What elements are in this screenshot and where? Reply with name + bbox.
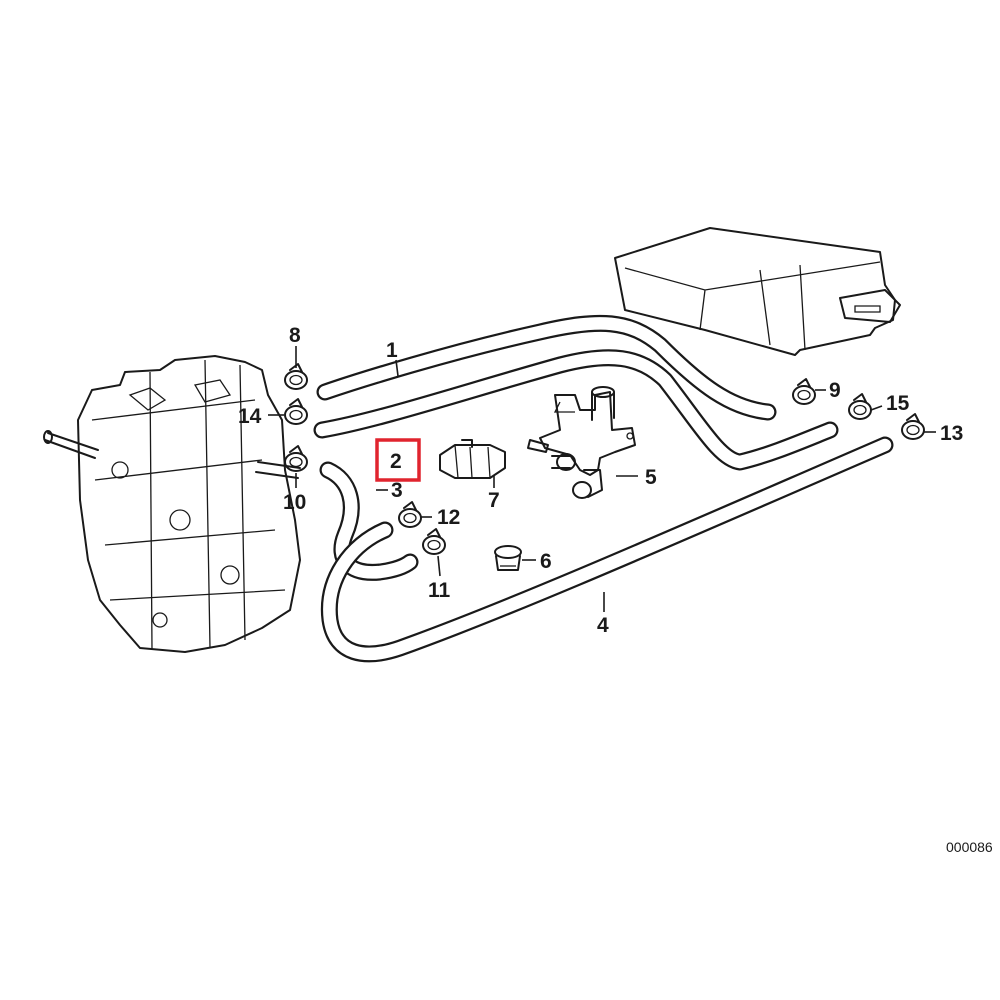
- water-valve: [527, 386, 636, 499]
- callout-3[interactable]: 3: [391, 479, 403, 502]
- leader-lines: [268, 346, 936, 612]
- callout-12[interactable]: 12: [437, 506, 460, 529]
- hose-clamp-8: [284, 363, 308, 390]
- callout-14[interactable]: 14: [238, 405, 262, 428]
- hose-clamp-11: [422, 528, 446, 555]
- callout-11[interactable]: 11: [428, 579, 451, 602]
- callout-1[interactable]: 1: [386, 339, 398, 362]
- diagram-reference-number: 000086: [946, 839, 993, 855]
- selected-callout-highlight: [375, 438, 421, 482]
- callout-10[interactable]: 10: [283, 491, 306, 514]
- heater-core: [614, 227, 901, 356]
- hose-clamp-15: [848, 393, 872, 420]
- callout-2[interactable]: 2: [390, 450, 402, 473]
- hose-4: [320, 436, 894, 663]
- callout-5[interactable]: 5: [645, 466, 657, 489]
- hose-clamp-9: [792, 378, 816, 405]
- hose-clamp-14: [284, 398, 308, 425]
- callout-8[interactable]: 8: [289, 324, 301, 347]
- callout-9[interactable]: 9: [829, 379, 841, 402]
- callout-15[interactable]: 15: [886, 392, 910, 415]
- hose-clamp-13: [901, 413, 925, 440]
- grommet: [494, 545, 522, 571]
- hose-clamp-12: [398, 501, 422, 528]
- callout-7[interactable]: 7: [488, 489, 500, 512]
- callout-4[interactable]: 4: [597, 614, 609, 637]
- bracket: [439, 439, 506, 479]
- hose-clamp-10: [284, 445, 308, 472]
- hose-2: [313, 349, 839, 471]
- engine-block: [43, 355, 301, 653]
- callout-13[interactable]: 13: [940, 422, 963, 445]
- callout-6[interactable]: 6: [540, 550, 552, 573]
